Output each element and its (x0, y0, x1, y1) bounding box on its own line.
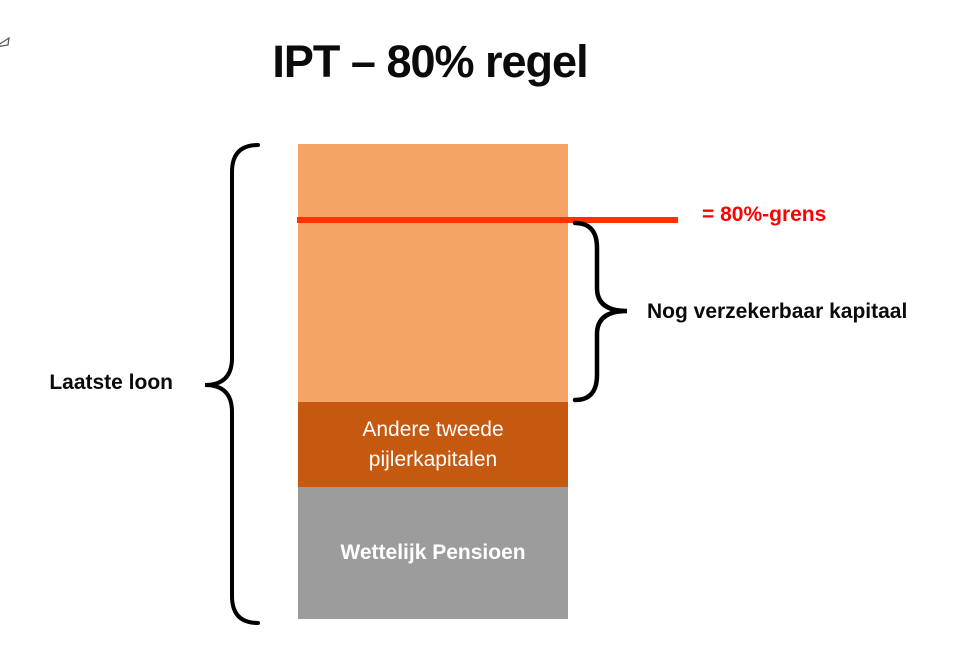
bar-segment-other-second-pillar: Andere tweede pijlerkapitalen (298, 402, 568, 487)
limit-line (297, 217, 678, 223)
last-salary-label: Laatste loon (49, 371, 173, 394)
left-brace (204, 143, 260, 625)
bar-segment-statutory-pension: Wettelijk Pensioen (298, 487, 568, 619)
clipped-shape-icon (0, 36, 10, 47)
limit-label: = 80%-grens (702, 203, 827, 226)
stacked-bar: Andere tweede pijlerkapitalen Wettelijk … (298, 144, 568, 619)
right-brace (572, 220, 628, 403)
page-title: IPT – 80% regel (272, 36, 588, 87)
insurable-capital-label: Nog verzekerbaar kapitaal (647, 300, 908, 323)
bar-segment-remaining-insurable (298, 144, 568, 402)
